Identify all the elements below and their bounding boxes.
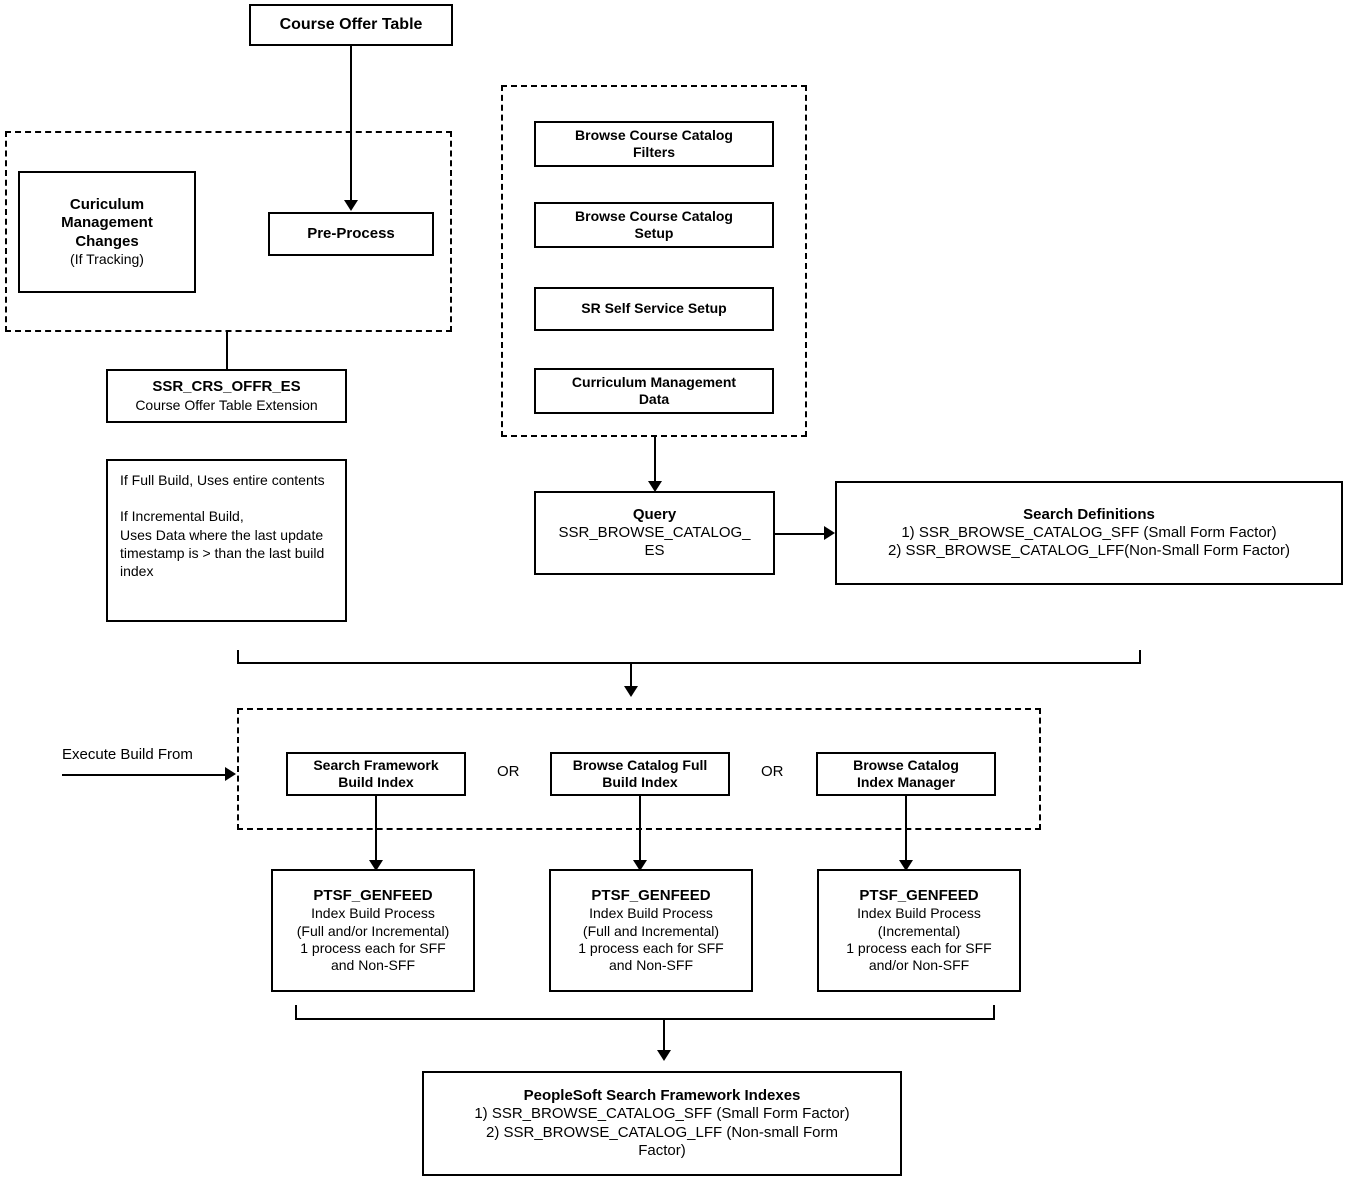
- search-definitions-title: Search Definitions: [1023, 505, 1155, 523]
- search-definitions-item-1: 1) SSR_BROWSE_CATALOG_SFF (Small Form Fa…: [901, 523, 1277, 541]
- execute-option-1-line2: Build Index: [602, 774, 678, 790]
- genfeed-1-line5: and Non-SFF: [608, 956, 694, 973]
- execute-option-1-line1: Browse Catalog Full: [572, 756, 708, 773]
- execute-option-0-line2: Build Index: [338, 774, 414, 790]
- arrow-course-offer-to-preprocess: [344, 200, 358, 211]
- node-curriculum-management-changes[interactable]: Curiculum Management Changes (If Trackin…: [18, 171, 196, 293]
- genfeed-0-line4: 1 process each for SFF: [300, 939, 446, 956]
- bracket-join-to-execute: [237, 650, 1141, 664]
- arrow-bracket-to-indexes: [657, 1050, 671, 1061]
- curriculum-line-1: Curiculum: [69, 196, 145, 214]
- node-ssr-crs-offr-es[interactable]: SSR_CRS_OFFR_ES Course Offer Table Exten…: [106, 369, 347, 423]
- genfeed-1-line3: (Full and Incremental): [582, 922, 720, 939]
- curriculum-line-4: (If Tracking): [70, 250, 144, 267]
- node-pre-process-label: Pre-Process: [307, 224, 395, 242]
- setup-item-0-line1: Browse Course Catalog: [575, 126, 733, 143]
- connector-course-offer-to-preprocess: [350, 46, 352, 203]
- group-curriculum-tracking: [5, 131, 452, 332]
- connector-query-to-search-definitions: [775, 533, 827, 535]
- genfeed-0-line3: (Full and/or Incremental): [296, 922, 450, 939]
- setup-item-3-line1: Curriculum Management: [571, 373, 737, 390]
- arrow-query-to-search-definitions: [824, 526, 835, 540]
- genfeed-2-line5: and/or Non-SFF: [868, 956, 970, 973]
- setup-item-1-line2: Setup: [634, 225, 674, 241]
- curriculum-line-3: Changes: [75, 232, 139, 250]
- node-course-offer-table[interactable]: Course Offer Table: [249, 4, 453, 46]
- connector-setup-to-query: [654, 437, 656, 485]
- connector-option-1-to-genfeed-1: [639, 796, 641, 868]
- node-ptsf-genfeed-2[interactable]: PTSF_GENFEED Index Build Process (Increm…: [817, 869, 1021, 992]
- execute-option-2-line2: Index Manager: [856, 774, 956, 790]
- arrow-setup-to-query: [648, 481, 662, 492]
- indexes-item-3: Factor): [638, 1141, 686, 1159]
- query-title: Query: [632, 505, 677, 523]
- arrow-option-1-to-genfeed-1: [633, 860, 647, 871]
- genfeed-0-title: PTSF_GENFEED: [313, 887, 433, 905]
- node-ptsf-genfeed-1[interactable]: PTSF_GENFEED Index Build Process (Full a…: [549, 869, 753, 992]
- node-sr-self-service-setup[interactable]: SR Self Service Setup: [534, 287, 774, 331]
- extension-subtitle: Course Offer Table Extension: [135, 396, 318, 413]
- genfeed-2-title: PTSF_GENFEED: [859, 887, 979, 905]
- genfeed-1-title: PTSF_GENFEED: [591, 887, 711, 905]
- node-course-offer-table-label: Course Offer Table: [279, 16, 423, 34]
- setup-item-2-line1: SR Self Service Setup: [581, 300, 727, 317]
- setup-item-1-line1: Browse Course Catalog: [575, 207, 733, 224]
- extension-title: SSR_CRS_OFFR_ES: [152, 378, 301, 396]
- node-ptsf-genfeed-0[interactable]: PTSF_GENFEED Index Build Process (Full a…: [271, 869, 475, 992]
- node-search-framework-build-index[interactable]: Search Framework Build Index: [286, 752, 466, 796]
- setup-item-0-line2: Filters: [632, 144, 675, 160]
- note-build-rules: If Full Build, Uses entire contents If I…: [106, 459, 347, 622]
- genfeed-0-line5: and Non-SFF: [330, 956, 416, 973]
- arrow-bracket-to-execute: [624, 686, 638, 697]
- node-browse-catalog-index-manager[interactable]: Browse Catalog Index Manager: [816, 752, 996, 796]
- arrow-option-2-to-genfeed-2: [899, 860, 913, 871]
- connector-bracket-to-indexes: [663, 1019, 665, 1057]
- connector-bracket-to-execute: [630, 663, 632, 693]
- execute-option-0-line1: Search Framework: [313, 756, 439, 773]
- node-browse-course-catalog-setup[interactable]: Browse Course Catalog Setup: [534, 202, 774, 248]
- label-or-1: OR: [497, 763, 520, 780]
- indexes-title: PeopleSoft Search Framework Indexes: [523, 1086, 801, 1104]
- connector-execute-build-arrow: [62, 774, 227, 776]
- arrow-execute-build: [225, 767, 236, 781]
- genfeed-2-line2: Index Build Process: [857, 905, 981, 922]
- indexes-item-1: 1) SSR_BROWSE_CATALOG_SFF (Small Form Fa…: [474, 1105, 850, 1123]
- genfeed-1-line2: Index Build Process: [589, 905, 713, 922]
- search-definitions-item-2: 2) SSR_BROWSE_CATALOG_LFF(Non-Small Form…: [887, 542, 1291, 560]
- execute-option-2-line1: Browse Catalog: [853, 756, 959, 773]
- query-line-3: ES: [644, 542, 665, 560]
- connector-option-0-to-genfeed-0: [375, 796, 377, 868]
- connector-group-to-extension: [226, 332, 228, 369]
- node-browse-course-catalog-filters[interactable]: Browse Course Catalog Filters: [534, 121, 774, 167]
- node-peoplesoft-search-framework-indexes[interactable]: PeopleSoft Search Framework Indexes 1) S…: [422, 1071, 902, 1176]
- node-pre-process[interactable]: Pre-Process: [268, 212, 434, 256]
- node-browse-catalog-full-build-index[interactable]: Browse Catalog Full Build Index: [550, 752, 730, 796]
- node-curriculum-management-data[interactable]: Curriculum Management Data: [534, 368, 774, 414]
- query-line-2: SSR_BROWSE_CATALOG_: [558, 523, 751, 541]
- genfeed-2-line4: 1 process each for SFF: [846, 939, 992, 956]
- arrow-option-0-to-genfeed-0: [369, 860, 383, 871]
- genfeed-2-line3: (Incremental): [877, 922, 961, 939]
- label-execute-build-from: Execute Build From: [62, 746, 193, 763]
- group-catalog-setup-sources: [501, 85, 807, 437]
- indexes-item-2: 2) SSR_BROWSE_CATALOG_LFF (Non-small For…: [485, 1123, 838, 1141]
- genfeed-1-line4: 1 process each for SFF: [578, 939, 724, 956]
- node-search-definitions[interactable]: Search Definitions 1) SSR_BROWSE_CATALOG…: [835, 481, 1343, 585]
- bracket-join-to-indexes: [295, 1005, 995, 1020]
- label-or-2: OR: [761, 763, 784, 780]
- genfeed-0-line2: Index Build Process: [311, 905, 435, 922]
- node-query-ssr-browse-catalog-es[interactable]: Query SSR_BROWSE_CATALOG_ ES: [534, 491, 775, 575]
- connector-option-2-to-genfeed-2: [905, 796, 907, 868]
- curriculum-line-2: Management: [61, 214, 153, 232]
- setup-item-3-line2: Data: [638, 391, 670, 407]
